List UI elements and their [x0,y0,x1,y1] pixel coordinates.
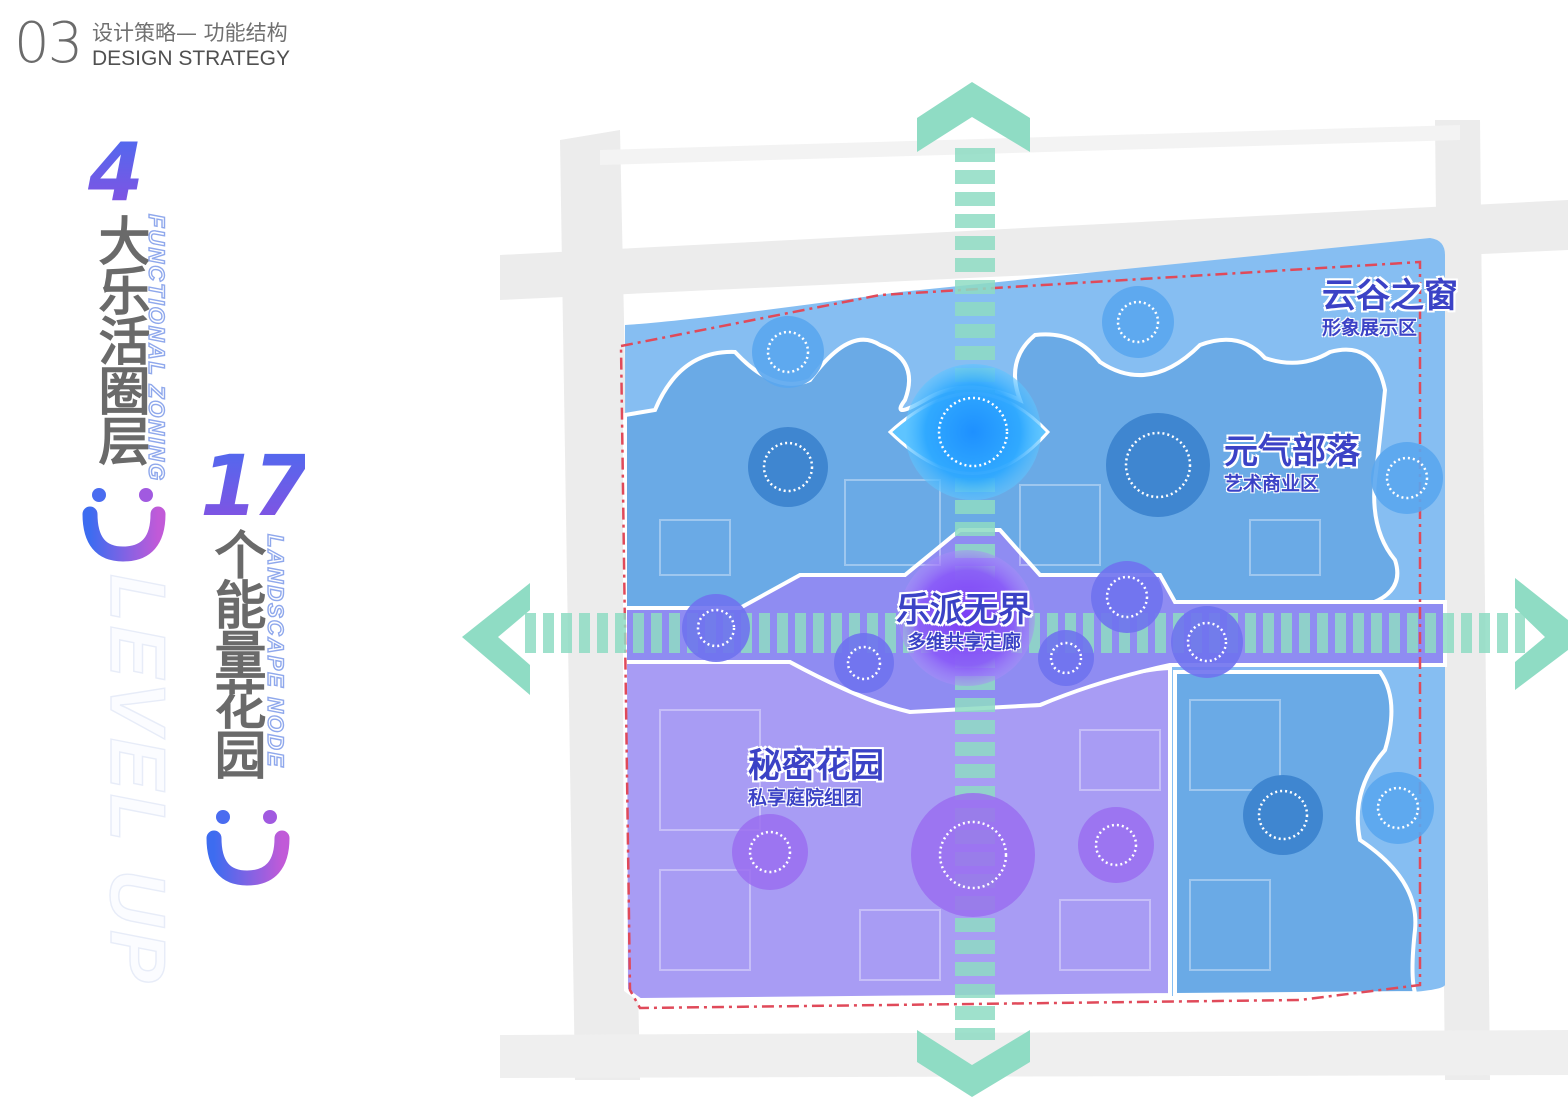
arrow-right-icon [1515,578,1568,690]
zone-label-garden: 秘密花园 私享庭院组团 [748,746,884,810]
zone-subtitle: 多维共享走廊 [906,631,1021,653]
landscape-node [911,793,1035,917]
landscape-node [682,594,750,662]
landscape-node [899,550,1035,686]
landscape-node [752,316,824,388]
arrow-left-icon [462,583,530,695]
arrow-up-icon [917,82,1030,152]
zone-label-window: 云谷之窗 形象展示区 [1322,276,1458,340]
nodes-label-en: LANDSCAPE NODE [262,533,288,769]
landscape-node [1243,775,1323,855]
building-footprints [659,479,1321,981]
section-title-cn: 设计策略— 功能结构 [92,21,288,45]
landscape-nodes [682,286,1443,917]
landscape-node [1038,630,1094,686]
zone-title: 云谷之窗 [1322,276,1458,316]
zone-title: 乐派无界 [896,590,1032,630]
landscape-node [1371,442,1443,514]
zone-title: 元气部落 [1224,432,1360,472]
landscape-node [1102,286,1174,358]
nodes-count: 17 [200,437,311,535]
zone-label-corridor: 乐派无界 多维共享走廊 [896,590,1032,654]
section-number: 03 [14,11,83,76]
level-up-watermark: LEVEL UP [93,573,182,986]
smile-icon [82,488,166,562]
landscape-node [1106,413,1210,517]
zone-subtitle: 艺术商业区 [1224,473,1320,495]
landscape-node [748,427,828,507]
circles-label: 大乐活圈层 [89,214,149,464]
landscape-node [732,814,808,890]
zone-subtitle: 形象展示区 [1322,317,1418,339]
landscape-node [1091,561,1163,633]
landscape-node [1362,772,1434,844]
landscape-node [1171,606,1243,678]
arrow-down-icon [917,1030,1030,1097]
circles-label-en: FUNCTIONAL ZONING [143,213,169,483]
zone-title: 秘密花园 [748,746,884,786]
zone-label-tribe: 元气部落 艺术商业区 [1224,432,1360,496]
landscape-node [905,364,1041,500]
road-network [500,120,1568,1080]
landscape-node [1078,807,1154,883]
smile-icon [206,810,290,886]
zone-subtitle: 私享庭院组团 [748,787,863,809]
circles-count: 4 [88,126,144,219]
landscape-node [834,633,894,693]
section-title-en: DESIGN STRATEGY [92,47,290,70]
nodes-label: 个能量花园 [205,528,265,778]
